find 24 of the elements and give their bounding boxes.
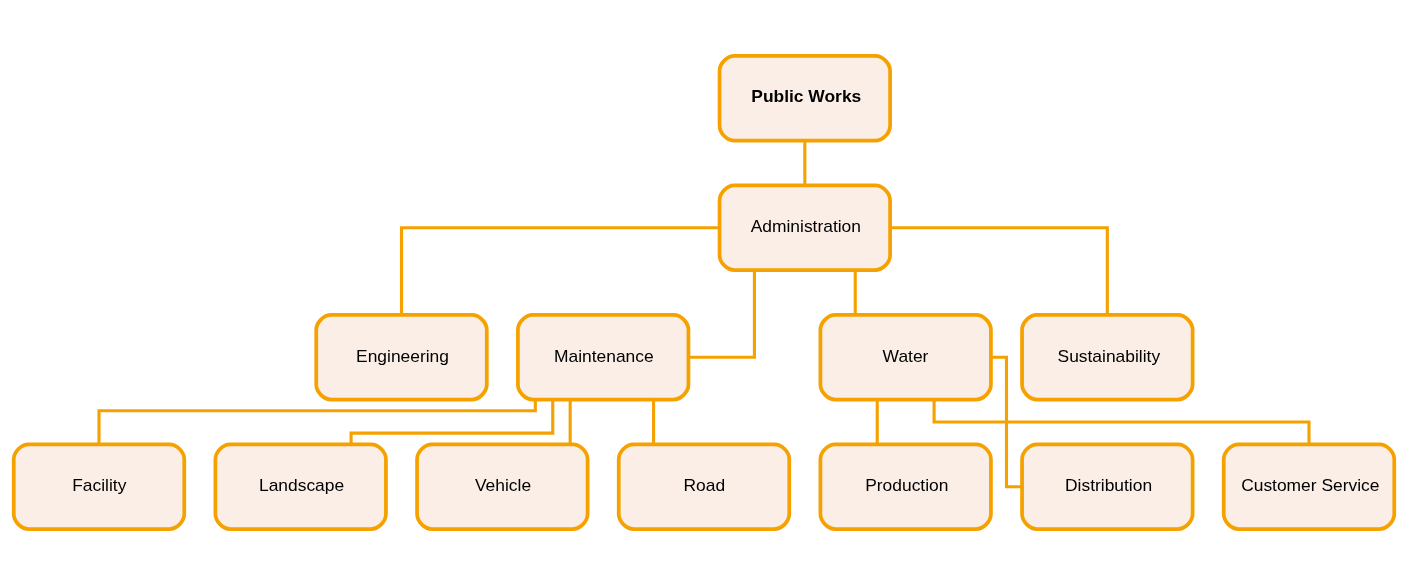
connector: [991, 355, 1022, 488]
connector: [853, 269, 857, 315]
node-box: Administration: [717, 183, 892, 272]
node-box: Landscape: [213, 442, 388, 531]
connector: [803, 140, 807, 185]
node-box: Road: [616, 442, 792, 531]
node-box: Facility: [11, 442, 187, 531]
node-box: Maintenance: [516, 312, 691, 401]
node-box: Distribution: [1020, 442, 1195, 531]
connector: [652, 399, 656, 444]
connector: [875, 399, 879, 444]
node-box: Engineering: [314, 312, 489, 401]
node-box: Vehicle: [415, 442, 590, 531]
node-box: Production: [818, 442, 993, 531]
node-box: Public Works: [717, 53, 892, 142]
connector: [568, 399, 572, 444]
node-box: Customer Service: [1221, 442, 1397, 531]
connector: [688, 269, 756, 359]
node-box: Water: [818, 312, 993, 401]
node-box: Sustainability: [1020, 312, 1195, 401]
connector: [349, 399, 555, 444]
connector: [97, 399, 537, 444]
connector: [890, 225, 1109, 315]
connector: [399, 225, 720, 315]
